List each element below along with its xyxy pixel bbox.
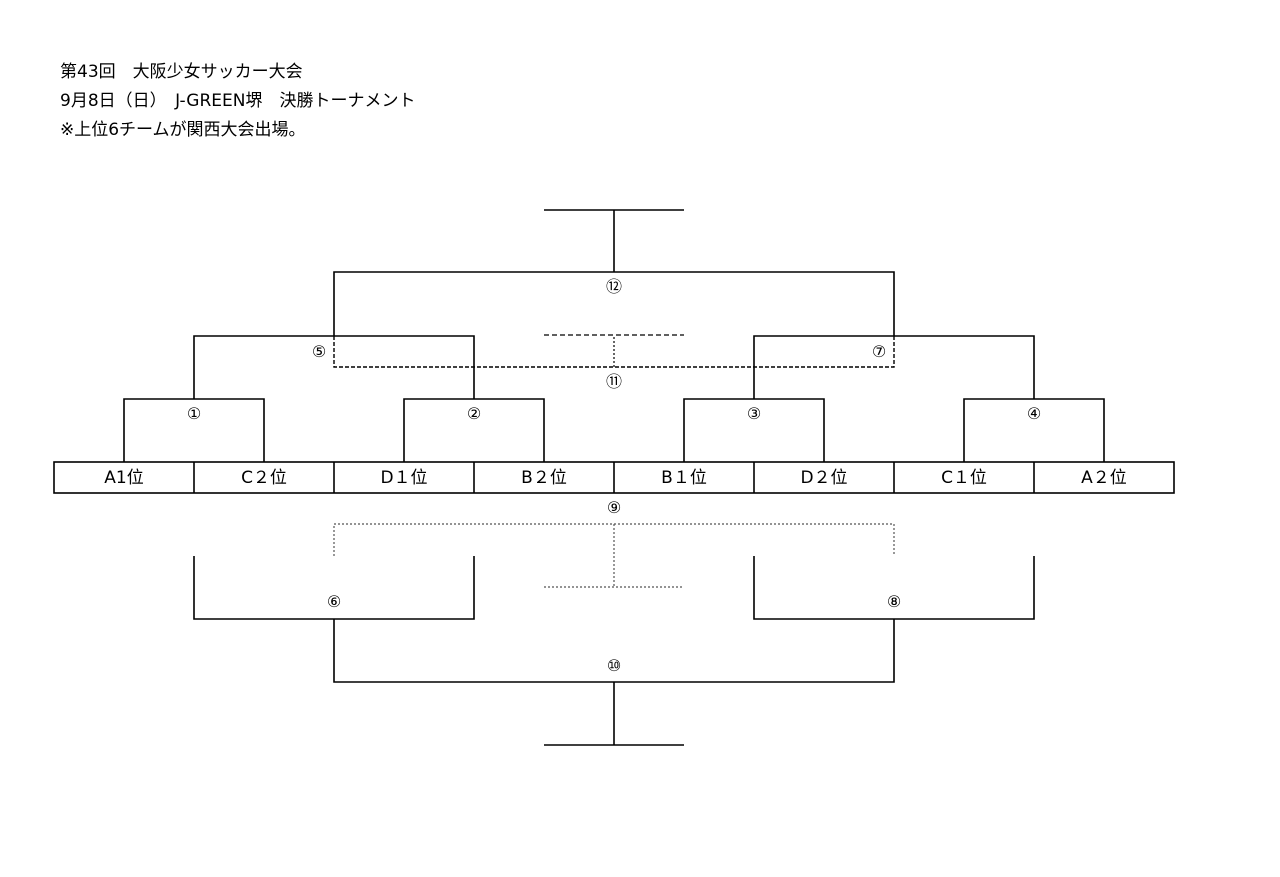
match-number-12: ⑫ bbox=[605, 277, 622, 296]
team-cell-c1: C１位 bbox=[941, 468, 987, 488]
team-cell-b2: B２位 bbox=[521, 468, 567, 488]
match-number-9: ⑨ bbox=[606, 498, 622, 517]
match-number-7: ⑦ bbox=[871, 342, 887, 361]
tournament-note: ※上位6チームが関西大会出場。 bbox=[60, 120, 306, 140]
tournament-title: 第43回 大阪少女サッカー大会 bbox=[60, 62, 303, 82]
match-number-6: ⑥ bbox=[326, 592, 342, 611]
match-number-10: ⑩ bbox=[606, 656, 622, 675]
match-number-1: ① bbox=[186, 404, 202, 423]
team-cell-b1: B１位 bbox=[661, 468, 707, 488]
team-table bbox=[53, 461, 1175, 494]
match-number-3: ③ bbox=[746, 404, 762, 423]
lower-bracket bbox=[193, 556, 1035, 746]
match-number-8: ⑧ bbox=[886, 592, 902, 611]
match-11-bracket bbox=[333, 336, 895, 368]
team-cell-a1: A1位 bbox=[104, 468, 144, 488]
upper-bracket bbox=[123, 209, 1105, 462]
tournament-date-venue: 9月8日（日） J-GREEN堺 決勝トーナメント bbox=[60, 91, 416, 111]
tournament-header: 第43回 大阪少女サッカー大会 9月8日（日） J-GREEN堺 決勝トーナメン… bbox=[60, 58, 415, 145]
match-number-4: ④ bbox=[1026, 404, 1042, 423]
team-cell-d2: D２位 bbox=[800, 468, 848, 488]
match-number-5: ⑤ bbox=[311, 342, 327, 361]
team-cell-a2: A２位 bbox=[1081, 468, 1127, 488]
match-9-bracket bbox=[333, 523, 895, 588]
team-cell-c2: C２位 bbox=[241, 468, 287, 488]
team-cell-d1: D１位 bbox=[380, 468, 428, 488]
match-11-result bbox=[544, 334, 684, 367]
match-number-2: ② bbox=[466, 404, 482, 423]
match-number-11: ⑪ bbox=[605, 372, 622, 391]
